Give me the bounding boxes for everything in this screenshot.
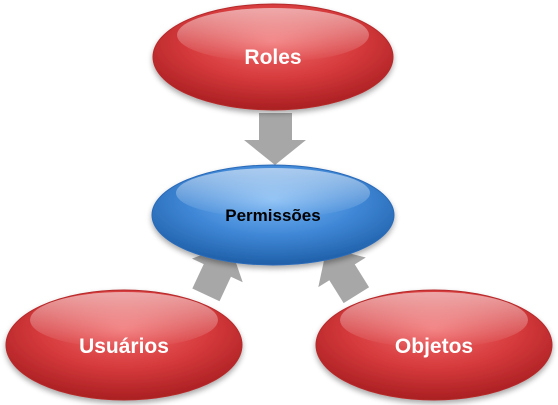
node-roles (152, 3, 394, 111)
node-permissoes-label: Permissões (225, 206, 320, 225)
node-roles-label: Roles (244, 46, 301, 69)
arrow-roles-to-permissoes (244, 113, 306, 165)
node-permissoes (151, 164, 395, 266)
arrow-objetos-to-permissoes (318, 247, 370, 304)
node-objetos-label: Objetos (395, 335, 473, 358)
node-usuarios-label: Usuários (79, 335, 169, 358)
node-usuarios (5, 289, 243, 401)
node-objetos (315, 289, 553, 401)
